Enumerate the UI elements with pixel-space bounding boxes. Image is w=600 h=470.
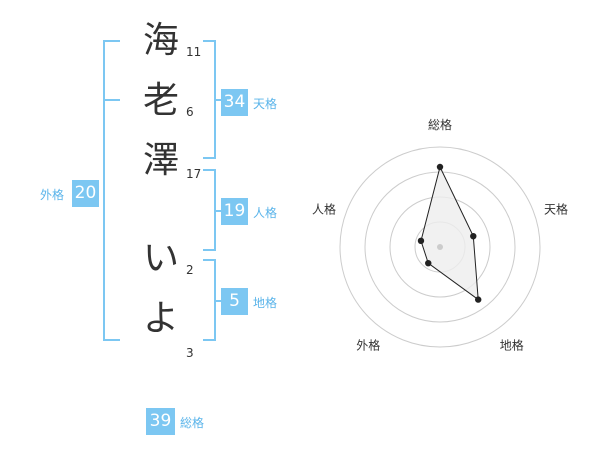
radar-point (425, 259, 432, 267)
stroke-count-5: 3 (186, 346, 194, 360)
stroke-count-2: 6 (186, 105, 194, 119)
radar-point (417, 237, 425, 245)
stroke-count-3: 17 (186, 167, 202, 181)
radar-axis-label: 人格 (312, 201, 336, 216)
outer-bracket (103, 40, 120, 341)
tenkaku-label: 天格 (253, 97, 278, 111)
radar-axis-label: 外格 (356, 338, 380, 353)
radar-axis-label: 天格 (544, 201, 568, 216)
jinkaku-label: 人格 (253, 206, 278, 220)
soukaku-badge: 39 (146, 408, 175, 435)
soukaku-label: 総格 (180, 416, 205, 430)
name-char-5: よ (142, 298, 179, 339)
jinkaku-badge: 19 (221, 198, 248, 225)
name-char-1: 海 (142, 20, 179, 61)
radar-axis-label: 地格 (500, 338, 524, 353)
tenkaku-badge: 34 (221, 89, 248, 116)
gaikaku-badge: 20 (72, 180, 99, 207)
tenkaku-bracket (203, 40, 216, 159)
gaikaku-label: 外格 (40, 188, 65, 202)
stroke-count-4: 2 (186, 263, 194, 277)
chikaku-bracket (203, 259, 216, 341)
radar-center (437, 244, 443, 250)
radar-polygon (420, 165, 479, 301)
stroke-count-1: 11 (186, 45, 202, 59)
jinkaku-bracket (203, 169, 216, 251)
chikaku-badge: 5 (221, 288, 248, 315)
radar-point (475, 296, 482, 303)
name-char-4: い (142, 238, 179, 279)
radar-point (470, 232, 477, 240)
radar-axis-label: 総格 (428, 117, 452, 132)
radar-point (436, 163, 444, 171)
chikaku-label: 地格 (253, 296, 278, 310)
radar-ring (339, 146, 541, 348)
name-char-2: 老 (142, 80, 179, 121)
name-char-3: 澤 (142, 140, 179, 181)
